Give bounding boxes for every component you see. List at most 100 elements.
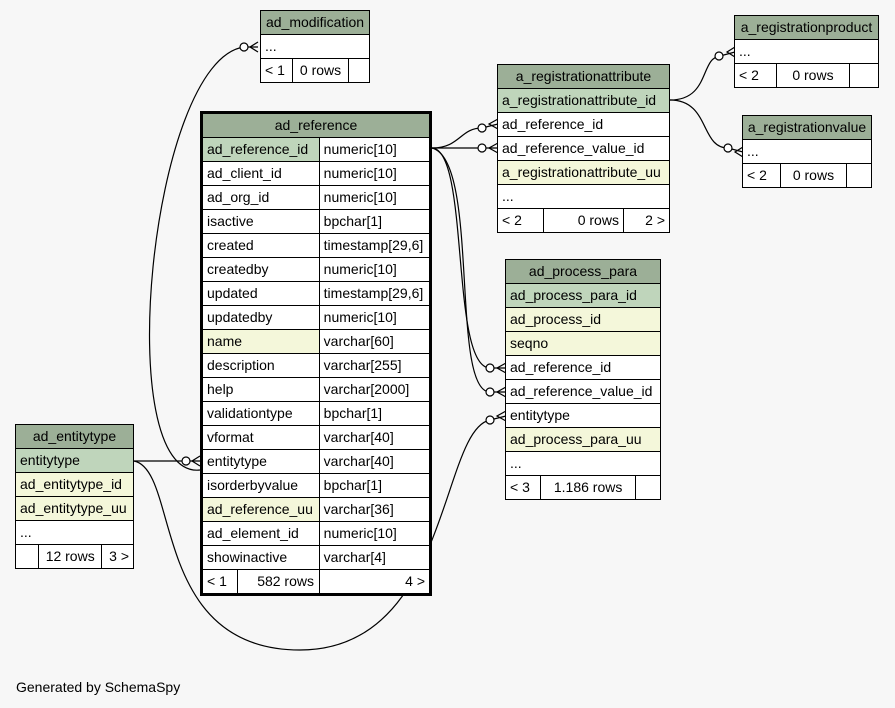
- parents-count[interactable]: < 2: [497, 208, 544, 233]
- table-row[interactable]: entitytype: [505, 403, 661, 428]
- table-title[interactable]: ad_modification: [260, 10, 370, 35]
- table-a-registrationattribute[interactable]: a_registrationattribute a_registrationat…: [497, 64, 671, 233]
- children-count[interactable]: 4 >: [318, 569, 432, 595]
- column-name: ad_process_id: [505, 307, 661, 332]
- column-name: ...: [497, 184, 670, 209]
- children-count[interactable]: 2 >: [622, 208, 671, 233]
- column-name: ad_process_para_id: [505, 283, 661, 308]
- column-name: ad_reference_uu: [201, 497, 320, 522]
- table-row[interactable]: ...: [505, 451, 661, 476]
- table-title[interactable]: ad_process_para: [505, 259, 661, 284]
- row-count: 0 rows: [775, 63, 851, 88]
- column-name: ad_client_id: [201, 161, 320, 186]
- table-row[interactable]: ad_process_para_id: [505, 283, 661, 308]
- table-title[interactable]: a_registrationvalue: [742, 115, 872, 140]
- column-type: varchar[60]: [318, 329, 432, 354]
- column-name: ad_element_id: [201, 521, 320, 546]
- column-name: help: [201, 377, 320, 402]
- column-name: a_registrationattribute_id: [497, 88, 670, 113]
- column-type: timestamp[29,6]: [318, 233, 432, 258]
- table-row[interactable]: seqno: [505, 331, 661, 356]
- column-name: seqno: [505, 331, 661, 356]
- row-count: 12 rows: [37, 544, 103, 569]
- table-row[interactable]: ad_reference_value_id: [505, 379, 661, 404]
- table-row[interactable]: ad_reference_id: [497, 112, 670, 137]
- column-name: description: [201, 353, 320, 378]
- parents-count[interactable]: [15, 544, 39, 569]
- row-count: 0 rows: [779, 163, 848, 188]
- parents-count[interactable]: < 1: [259, 58, 294, 83]
- children-count[interactable]: [635, 475, 661, 500]
- table-title[interactable]: a_registrationproduct: [734, 15, 879, 40]
- children-count[interactable]: [846, 163, 872, 188]
- children-count[interactable]: 3 >: [101, 544, 134, 569]
- column-type: numeric[10]: [318, 305, 432, 330]
- parents-count[interactable]: < 2: [734, 63, 777, 88]
- table-row: ...: [734, 39, 879, 64]
- parents-count[interactable]: < 1: [203, 570, 238, 593]
- children-count[interactable]: [348, 58, 370, 83]
- column-type: bpchar[1]: [318, 209, 432, 234]
- table-row[interactable]: entitytype: [15, 448, 134, 473]
- link-regattr-value: [669, 99, 744, 153]
- parents-count[interactable]: < 3: [504, 475, 542, 500]
- table-row[interactable]: ad_reference_id: [505, 355, 661, 380]
- column-name: ad_entitytype_id: [15, 472, 134, 497]
- link-reference-modification: [148, 46, 258, 471]
- column-name: showinactive: [201, 545, 320, 570]
- column-name: validationtype: [201, 401, 320, 426]
- table-a-registrationvalue[interactable]: a_registrationvalue ... < 2 0 rows: [742, 115, 872, 188]
- table-row[interactable]: ad_process_id: [505, 307, 661, 332]
- table-row[interactable]: ...: [497, 184, 670, 209]
- table-title[interactable]: a_registrationattribute: [497, 64, 670, 89]
- row-count: 0 rows: [292, 58, 349, 83]
- column-name: vformat: [201, 425, 320, 450]
- table-a-registrationproduct[interactable]: a_registrationproduct ... < 2 0 rows: [734, 15, 879, 88]
- table-row[interactable]: ad_process_para_uu: [505, 427, 661, 452]
- column-name: ad_entitytype_uu: [15, 496, 134, 521]
- column-name: ad_reference_id: [201, 137, 320, 162]
- table-row[interactable]: ...: [15, 520, 134, 545]
- table-title[interactable]: ad_reference: [201, 112, 431, 138]
- column-name: updatedby: [201, 305, 320, 330]
- column-type: numeric[10]: [318, 185, 432, 210]
- parents-count[interactable]: < 2: [742, 163, 781, 188]
- table-row[interactable]: a_registrationattribute_uu: [497, 160, 670, 185]
- children-count[interactable]: [849, 63, 879, 88]
- table-title[interactable]: ad_entitytype: [15, 424, 134, 449]
- table-row[interactable]: a_registrationattribute_id: [497, 88, 670, 113]
- column-type: varchar[40]: [318, 425, 432, 450]
- column-name: name: [201, 329, 320, 354]
- column-type: numeric[10]: [318, 521, 432, 546]
- table-row[interactable]: ad_reference_value_id: [497, 136, 670, 161]
- column-type: bpchar[1]: [318, 401, 432, 426]
- column-name: created: [201, 233, 320, 258]
- table-ad-modification[interactable]: ad_modification ... < 1 0 rows: [259, 10, 370, 83]
- table-row[interactable]: ad_entitytype_id: [15, 472, 134, 497]
- table-row[interactable]: ad_entitytype_uu: [15, 496, 134, 521]
- column-type: numeric[10]: [318, 161, 432, 186]
- link-reference-processpara-1: [431, 147, 506, 369]
